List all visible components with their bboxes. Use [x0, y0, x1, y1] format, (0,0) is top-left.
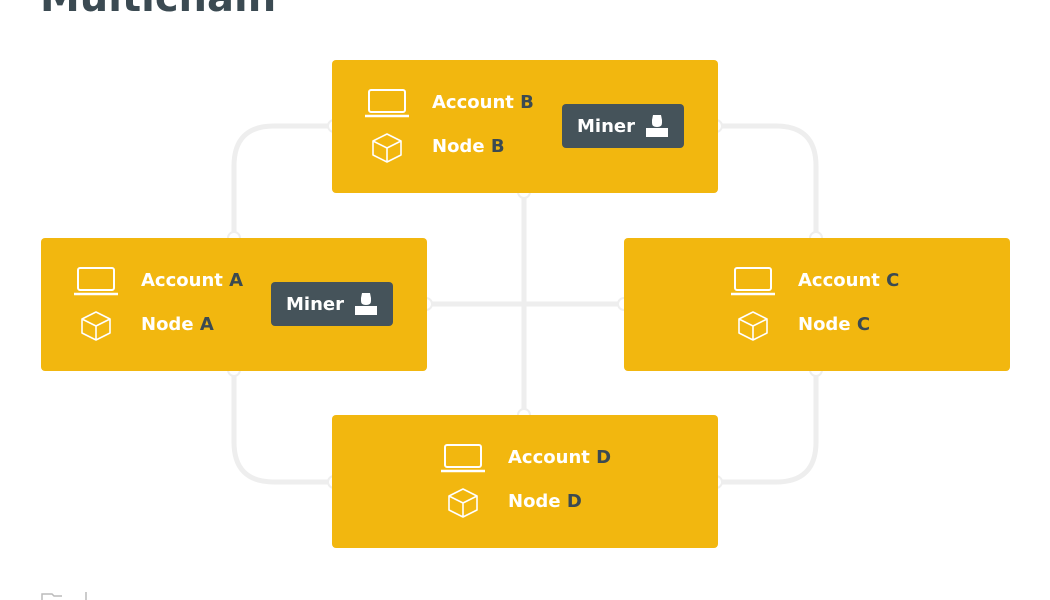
- node-box-a: Account A Node A Miner: [41, 238, 427, 371]
- node-box-c: Account C Node C: [624, 238, 1010, 371]
- account-label-d: Account D: [508, 447, 612, 468]
- connector-b-a: [231, 123, 334, 238]
- node-label-d: Node D: [508, 491, 582, 512]
- miner-badge-b: Miner: [562, 104, 684, 148]
- node-label-b: Node B: [432, 136, 505, 157]
- connector-c-d: [716, 370, 819, 485]
- cube-icon: [372, 133, 402, 163]
- miner-badge-a: Miner: [271, 282, 393, 326]
- laptop-icon: [365, 89, 409, 118]
- miner-user-icon: [646, 115, 668, 137]
- laptop-icon: [731, 267, 775, 296]
- node-box-b: Account B Node B Miner: [332, 60, 718, 193]
- account-label-a: Account A: [141, 270, 244, 291]
- connector-a-d: [231, 370, 334, 485]
- miner-label-a: Miner: [286, 294, 344, 315]
- cube-icon: [738, 311, 768, 341]
- node-label-c: Node C: [798, 314, 871, 335]
- account-label-c: Account C: [798, 270, 900, 291]
- node-box-d: Account D Node D: [332, 415, 718, 548]
- miner-label-b: Miner: [577, 116, 635, 137]
- cube-icon: [448, 488, 478, 518]
- laptop-icon: [74, 267, 118, 296]
- account-label-b: Account B: [432, 92, 534, 113]
- footer-logo-icon: [41, 592, 87, 600]
- connector-b-c: [716, 123, 819, 238]
- miner-user-icon: [355, 293, 377, 315]
- node-label-a: Node A: [141, 314, 214, 335]
- cube-icon: [81, 311, 111, 341]
- diagram-title: Multichain: [40, 0, 276, 18]
- laptop-icon: [441, 444, 485, 473]
